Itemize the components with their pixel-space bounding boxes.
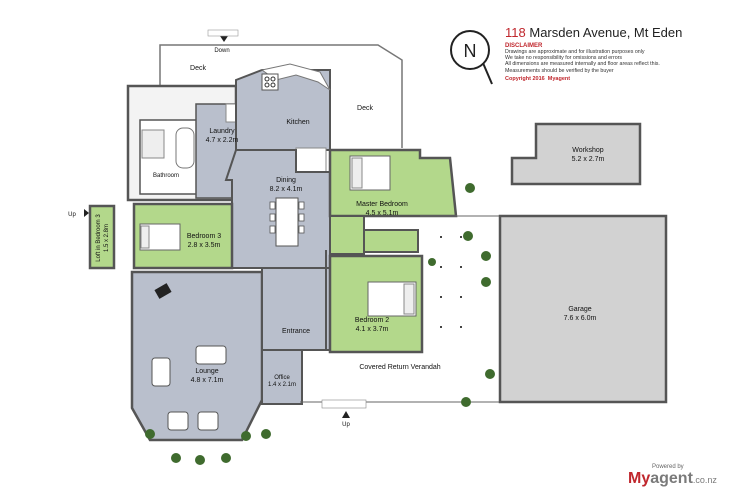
garage-size: 7.6 x 6.0m: [564, 315, 597, 322]
bathroom-label: Bathroom: [153, 173, 179, 179]
address-number: 118: [505, 25, 526, 40]
deck-left-label: Deck: [190, 65, 206, 72]
dining-size: 8.2 x 4.1m: [270, 186, 303, 193]
down-label: Down: [214, 48, 229, 54]
office-size: 1.4 x 2.1m: [268, 382, 296, 388]
loft-size: 1.5 x 2.8m: [104, 224, 110, 252]
up-label-left: Up: [68, 212, 76, 218]
disclaimer-line: All dimensions are measured internally a…: [505, 61, 660, 68]
disclaimer-title: DISCLAIMER: [505, 43, 543, 49]
up-label-bottom: Up: [342, 422, 350, 428]
bedroom-2-size: 4.1 x 3.7m: [356, 326, 389, 333]
laundry-label: Laundry: [209, 128, 235, 135]
address-street: Marsden Avenue, Mt Eden: [529, 25, 683, 40]
lounge-size: 4.8 x 7.1m: [191, 377, 224, 384]
bedroom-2-label: Bedroom 2: [355, 317, 389, 324]
compass-letter: N: [464, 41, 477, 61]
master-label: Master Bedroom: [356, 201, 408, 208]
entrance: [261, 267, 331, 351]
disclaimer-line: We take no responsibility for omissions …: [505, 55, 623, 62]
down-arrow-icon: [220, 36, 228, 42]
lounge-label: Lounge: [195, 368, 218, 375]
shrub-icons: [145, 183, 495, 465]
workshop-label: Workshop: [572, 147, 603, 154]
workshop: [510, 122, 642, 186]
garage: [498, 214, 668, 404]
garage-label: Garage: [568, 306, 591, 313]
logo-tld: .co.nz: [692, 475, 717, 485]
verandah-label: Covered Return Verandah: [359, 364, 440, 371]
up-arrow-icon-bottom: [342, 411, 350, 418]
compass-icon: N: [450, 30, 493, 85]
up-arrow-icon-left: [84, 209, 89, 217]
dining-label: Dining: [276, 177, 296, 184]
office-label: Office: [274, 375, 290, 381]
loft-label: Loft in Bedroom 3: [96, 214, 102, 262]
laundry-size: 4.7 x 2.2m: [206, 137, 239, 144]
kitchen: [235, 69, 331, 151]
brand-logo: Powered by Myagent.co.nz: [628, 464, 738, 489]
master-size: 4.5 x 5.1m: [366, 210, 399, 217]
logo-my: My: [628, 470, 651, 487]
disclaimer-line: Measurements should be verified by the b…: [505, 67, 614, 74]
loft: [88, 204, 116, 270]
kitchen-label: Kitchen: [286, 119, 309, 126]
deck-right-label: Deck: [357, 105, 373, 112]
copyright-text: Copyright 2016: [505, 75, 545, 82]
copyright-brand: Myagent: [547, 75, 571, 82]
workshop-size: 5.2 x 2.7m: [572, 156, 605, 163]
deck-outline: [159, 44, 403, 148]
logo-agent: agent: [650, 470, 693, 487]
address-title: 118 Marsden Avenue, Mt Eden: [505, 25, 705, 40]
header: 118 Marsden Avenue, Mt Eden DISCLAIMER D…: [505, 25, 705, 82]
copyright: Copyright 2016 Myagent: [505, 76, 705, 82]
bedroom-3-label: Bedroom 3: [187, 233, 221, 240]
myagent-logo: Myagent.co.nz: [628, 470, 738, 489]
office: [261, 349, 303, 405]
disclaimer-line: Drawings are approximate and for illustr…: [505, 49, 645, 55]
entrance-label: Entrance: [282, 328, 310, 335]
powered-by: Powered by: [652, 464, 684, 470]
bedroom-3-size: 2.8 x 3.5m: [188, 242, 221, 249]
